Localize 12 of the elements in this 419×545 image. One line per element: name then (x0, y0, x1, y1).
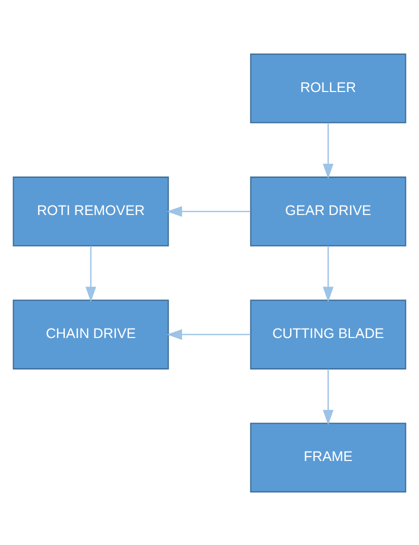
arrow (166, 206, 250, 216)
arrow (166, 328, 250, 340)
node-box: GEAR DRIVE (250, 176, 406, 246)
arrow (86, 245, 96, 302)
node-box: ROLLER (250, 52, 406, 123)
node-box: ROTI REMOVER (12, 176, 169, 246)
node-box: CUTTING BLADE (250, 299, 406, 369)
arrow (322, 368, 334, 425)
node-box: CHAIN DRIVE (12, 299, 169, 369)
arrow (322, 122, 334, 178)
arrow (322, 245, 334, 302)
node-box: FRAME (250, 422, 406, 492)
